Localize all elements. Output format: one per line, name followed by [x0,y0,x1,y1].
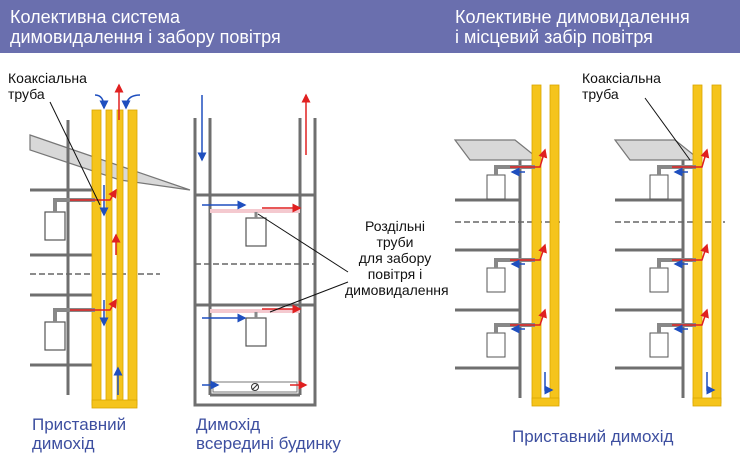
exhaust-flow-arrow-icon [510,148,548,326]
boiler-icon [649,165,696,200]
boiler-icon [649,258,696,293]
coaxial-label-left: Коаксіальна труба [8,70,87,102]
boiler-icon [44,198,95,241]
damper-icon [212,381,298,393]
diagram-inside-building [193,93,349,407]
boiler-icon [486,323,535,358]
separate-pipes [210,209,300,313]
building-walls [30,120,95,395]
boiler-icon [486,165,535,200]
boiler-icon [245,212,267,247]
air-flow-arrow-icon [673,167,716,395]
building-walls [615,160,685,398]
building-walls [455,160,522,398]
caption-attached-left: Приставний димохід [32,415,127,453]
coaxial-label-right: Коаксіальна труба [582,70,661,102]
air-flow-arrow-icon [197,95,247,390]
roof [453,139,542,161]
header-bar [0,0,740,53]
boiler-icon [649,323,696,358]
diagram-attached-local-left [453,84,560,407]
right-title: Колективне димовидалення і місцевий забі… [455,7,690,47]
building-walls [193,118,317,407]
left-title: Колективна система димовидалення і забор… [10,7,281,47]
diagram-attached-collective [29,83,191,409]
air-flow-arrow-icon [510,167,554,395]
air-flow-arrow-icon [94,94,141,395]
boiler-icon [245,312,267,347]
boiler-icon [44,308,95,351]
caption-attached-right: Приставний димохід [512,427,674,446]
exhaust-flow-arrow-icon [70,83,124,311]
diagram-attached-local-right [613,84,725,407]
boiler-icon [486,258,535,293]
exhaust-flow-arrow-icon [262,93,311,390]
coaxial-chimney [91,109,138,409]
coaxial-leader-line [644,97,691,161]
separate-pipes-leader-lines [257,213,349,313]
coaxial-leader-line [49,101,101,206]
separate-pipes-label: Роздільні труби для забору повітря і дим… [345,218,449,298]
caption-inside-building: Димохід всередині будинку [196,415,341,453]
